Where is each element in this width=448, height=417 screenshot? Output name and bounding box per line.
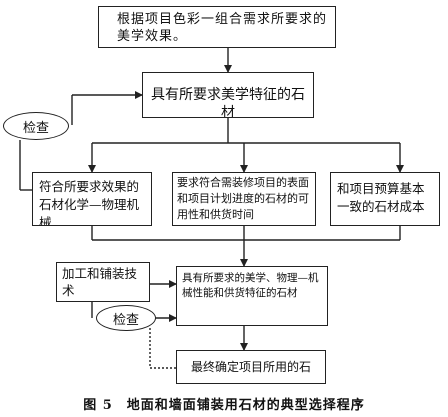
final-stone-label: 最终确定项目所用的石 [190,360,311,374]
final-stone-box: 最终确定项目所用的石 [176,350,326,384]
figure-caption: 图 5 地面和墙面铺装用石材的典型选择程序 [83,398,365,413]
aesthetic-stones-label: 具有所要求美学特征的石材 [151,87,305,118]
availability-schedule-box: 要求符合需装修项目的表面和项目计划进度的石材的可用性和供货时间 [172,172,316,226]
feedback-dotted-path [149,326,176,369]
requirements-label: 根据项目色彩一组合需求所要求的美学效果。 [117,12,328,44]
check-upper-label: 检查 [22,120,49,136]
availability-schedule-label: 要求符合需装修项目的表面和项目计划进度的石材的可用性和供货时间 [177,176,309,221]
check-lower-node: 检查 [96,305,156,331]
requirements-box: 根据项目色彩一组合需求所要求的美学效果。 [98,6,336,48]
processing-technique-box: 加工和铺装技术 [56,262,150,302]
check-upper-node: 检查 [3,112,69,140]
processing-technique-label: 加工和铺装技术 [62,266,138,298]
check-lower-label: 检查 [112,312,139,328]
budget-cost-box: 和项目预算基本一致的石材成本 [330,172,440,226]
selected-stones-box: 具有所要求的美学、物理—机械性能和供货特征的石材 [176,266,328,326]
aesthetic-stones-box: 具有所要求美学特征的石材 [142,72,314,118]
selected-stones-label: 具有所要求的美学、物理—机械性能和供货特征的石材 [182,272,319,299]
budget-cost-label: 和项目预算基本一致的石材成本 [337,181,425,214]
chem-phys-box: 符合所要求效果的石材化学—物理机械 [32,172,152,226]
chem-phys-label: 符合所要求效果的石材化学—物理机械 [39,179,140,226]
